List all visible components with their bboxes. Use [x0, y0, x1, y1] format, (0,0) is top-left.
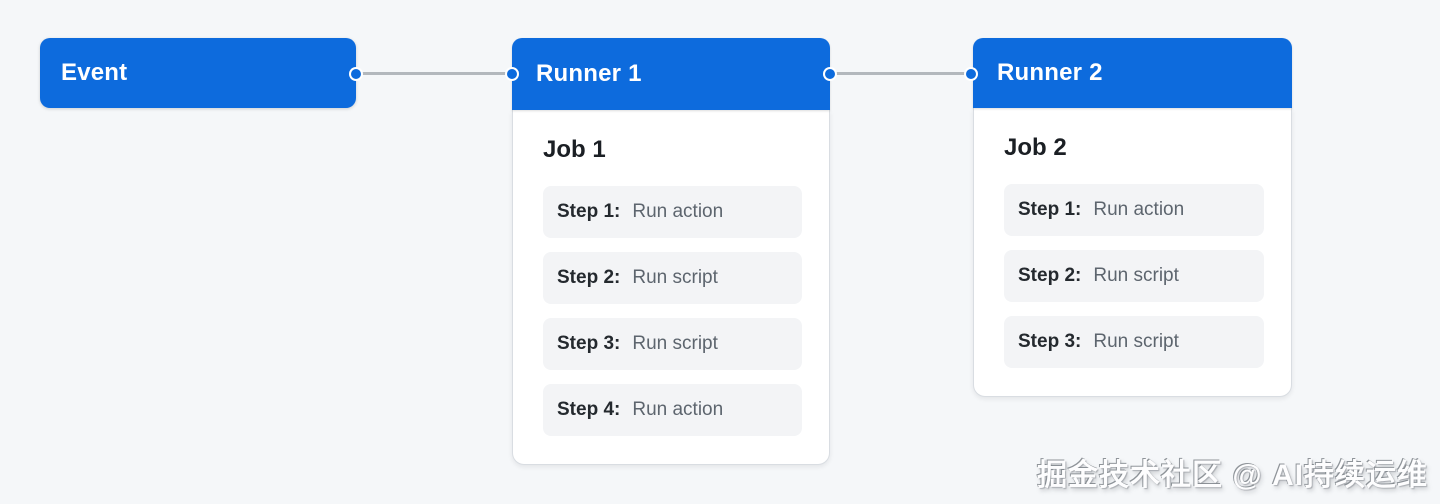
- step-item: Step 4: Run action: [543, 384, 802, 436]
- step-action: Run script: [1093, 331, 1179, 352]
- runner2-card: Runner 2 Job 2 Step 1: Run action Step 2…: [973, 38, 1292, 397]
- step-item: Step 3: Run script: [1004, 316, 1264, 368]
- watermark-text: 掘金技术社区 @ AI持续运维: [1037, 459, 1428, 492]
- step-item: Step 1: Run action: [1004, 184, 1264, 236]
- connector-line-runner1-runner2: [830, 72, 971, 75]
- runner2-header: Runner 2: [973, 38, 1292, 108]
- step-item: Step 2: Run script: [1004, 250, 1264, 302]
- connector-dot-runner2-left: [966, 69, 976, 79]
- step-label: Step 2:: [557, 267, 621, 288]
- step-item: Step 3: Run script: [543, 318, 802, 370]
- runner2-body: Job 2 Step 1: Run action Step 2: Run scr…: [973, 108, 1292, 397]
- runner1-title: Runner 1: [536, 60, 642, 87]
- runner1-header: Runner 1: [512, 38, 830, 110]
- step-action: Run script: [632, 267, 718, 288]
- step-item: Step 1: Run action: [543, 186, 802, 238]
- event-label: Event: [61, 59, 128, 86]
- connector-dot-runner1-right: [825, 69, 835, 79]
- runner1-body: Job 1 Step 1: Run action Step 2: Run scr…: [512, 110, 830, 465]
- step-item: Step 2: Run script: [543, 252, 802, 304]
- step-label: Step 2:: [1018, 265, 1082, 286]
- step-label: Step 1:: [557, 201, 621, 222]
- connector-line-event-runner1: [356, 72, 512, 75]
- runner2-job-title: Job 2: [1004, 134, 1067, 161]
- step-action: Run action: [632, 399, 724, 420]
- runner1-job-title: Job 1: [543, 136, 606, 163]
- step-label: Step 3:: [1018, 331, 1082, 352]
- runner1-steps: Step 1: Run action Step 2: Run script St…: [543, 186, 802, 436]
- step-label: Step 3:: [557, 333, 621, 354]
- runner1-card: Runner 1 Job 1 Step 1: Run action Step 2…: [512, 38, 830, 465]
- step-action: Run script: [632, 333, 718, 354]
- step-action: Run action: [1093, 199, 1185, 220]
- step-label: Step 1:: [1018, 199, 1082, 220]
- connector-dot-event-right: [351, 69, 361, 79]
- step-label: Step 4:: [557, 399, 621, 420]
- runner2-steps: Step 1: Run action Step 2: Run script St…: [1004, 184, 1264, 368]
- step-action: Run script: [1093, 265, 1179, 286]
- event-node: Event: [40, 38, 356, 108]
- connector-dot-runner1-left: [507, 69, 517, 79]
- step-action: Run action: [632, 201, 724, 222]
- runner2-title: Runner 2: [997, 59, 1103, 86]
